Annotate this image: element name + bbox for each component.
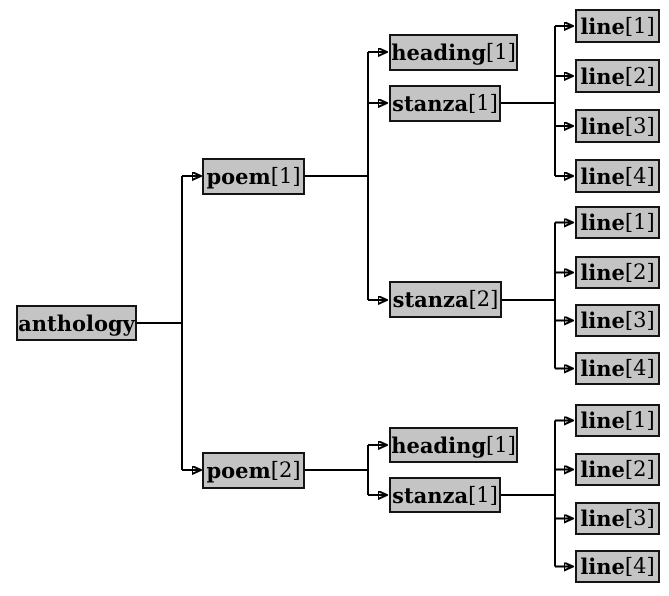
- node-p1-s1-line-4-label: line: [580, 163, 625, 189]
- node-p1-s2-line-3-label: line: [580, 308, 625, 333]
- node-anthology: anthology: [16, 305, 137, 341]
- node-p1-s2-line-3: line[3]: [575, 304, 660, 337]
- node-p2-s1-line-3-label: line: [580, 506, 625, 531]
- node-p1-stanza-2-index: [2]: [468, 287, 499, 311]
- node-p2-heading-1-label: heading: [391, 432, 487, 458]
- node-p2-s1-line-1-label: line: [580, 408, 625, 433]
- node-p1-s2-line-1-index: [1]: [624, 210, 655, 234]
- node-p1-s1-line-1-label: line: [580, 13, 625, 39]
- node-p2-s1-line-1: line[1]: [575, 404, 660, 437]
- node-poem-2-label: poem: [206, 458, 271, 483]
- node-poem-2: poem[2]: [202, 452, 305, 489]
- node-p1-stanza-2-label: stanza: [392, 287, 469, 312]
- node-p1-stanza-1: stanza[1]: [389, 85, 501, 122]
- node-p2-s1-line-4: line[4]: [575, 550, 660, 583]
- node-p1-s2-line-1-label: line: [580, 210, 625, 235]
- node-p1-s1-line-4-index: [4]: [624, 163, 655, 188]
- node-p1-s1-line-3-index: [3]: [624, 113, 655, 138]
- node-p2-stanza-1-label: stanza: [392, 482, 469, 508]
- node-poem-1-index: [1]: [270, 164, 301, 188]
- node-p2-s1-line-2-label: line: [580, 457, 625, 482]
- node-p2-heading-1-index: [1]: [486, 432, 516, 457]
- node-p2-heading-1: heading[1]: [389, 427, 518, 463]
- node-p1-s1-line-1: line[1]: [575, 9, 660, 43]
- node-p2-stanza-1-index: [1]: [468, 482, 498, 507]
- node-poem-2-index: [2]: [270, 458, 301, 482]
- node-poem-1-label: poem: [206, 164, 271, 189]
- node-p1-stanza-1-label: stanza: [392, 91, 469, 116]
- node-p2-s1-line-3-index: [3]: [624, 506, 655, 530]
- node-p1-heading-1-label: heading: [391, 40, 487, 65]
- node-p1-s2-line-3-index: [3]: [624, 308, 655, 332]
- node-p2-s1-line-2-index: [2]: [624, 457, 655, 481]
- node-p1-heading-1-index: [1]: [486, 40, 516, 64]
- node-p1-s1-line-2-index: [2]: [624, 63, 655, 88]
- node-p1-s1-line-2: line[2]: [575, 59, 660, 93]
- node-p1-s1-line-3-label: line: [580, 113, 625, 139]
- node-p1-s1-line-3: line[3]: [575, 109, 660, 143]
- node-p1-stanza-1-index: [1]: [468, 91, 498, 115]
- node-p2-s1-line-4-label: line: [580, 554, 625, 579]
- node-poem-1: poem[1]: [202, 158, 305, 195]
- node-p1-s2-line-2-label: line: [580, 260, 625, 285]
- node-p1-s2-line-2-index: [2]: [624, 260, 655, 284]
- node-p1-s1-line-4: line[4]: [575, 159, 660, 193]
- node-p1-s1-line-1-index: [1]: [624, 13, 655, 38]
- node-p1-stanza-2: stanza[2]: [389, 281, 502, 318]
- node-p1-s1-line-2-label: line: [580, 63, 625, 89]
- node-p2-s1-line-2: line[2]: [575, 453, 660, 486]
- node-p2-s1-line-1-index: [1]: [624, 408, 655, 432]
- node-anthology-label: anthology: [18, 310, 135, 336]
- node-p1-s2-line-4: line[4]: [575, 352, 660, 385]
- node-p2-s1-line-3: line[3]: [575, 502, 660, 535]
- node-p1-s2-line-4-label: line: [580, 356, 625, 381]
- node-p2-stanza-1: stanza[1]: [389, 477, 501, 513]
- node-p1-s2-line-4-index: [4]: [624, 356, 655, 380]
- node-p1-heading-1: heading[1]: [389, 34, 518, 71]
- node-p1-s2-line-2: line[2]: [575, 256, 660, 289]
- node-p2-s1-line-4-index: [4]: [624, 554, 655, 578]
- node-p1-s2-line-1: line[1]: [575, 206, 660, 239]
